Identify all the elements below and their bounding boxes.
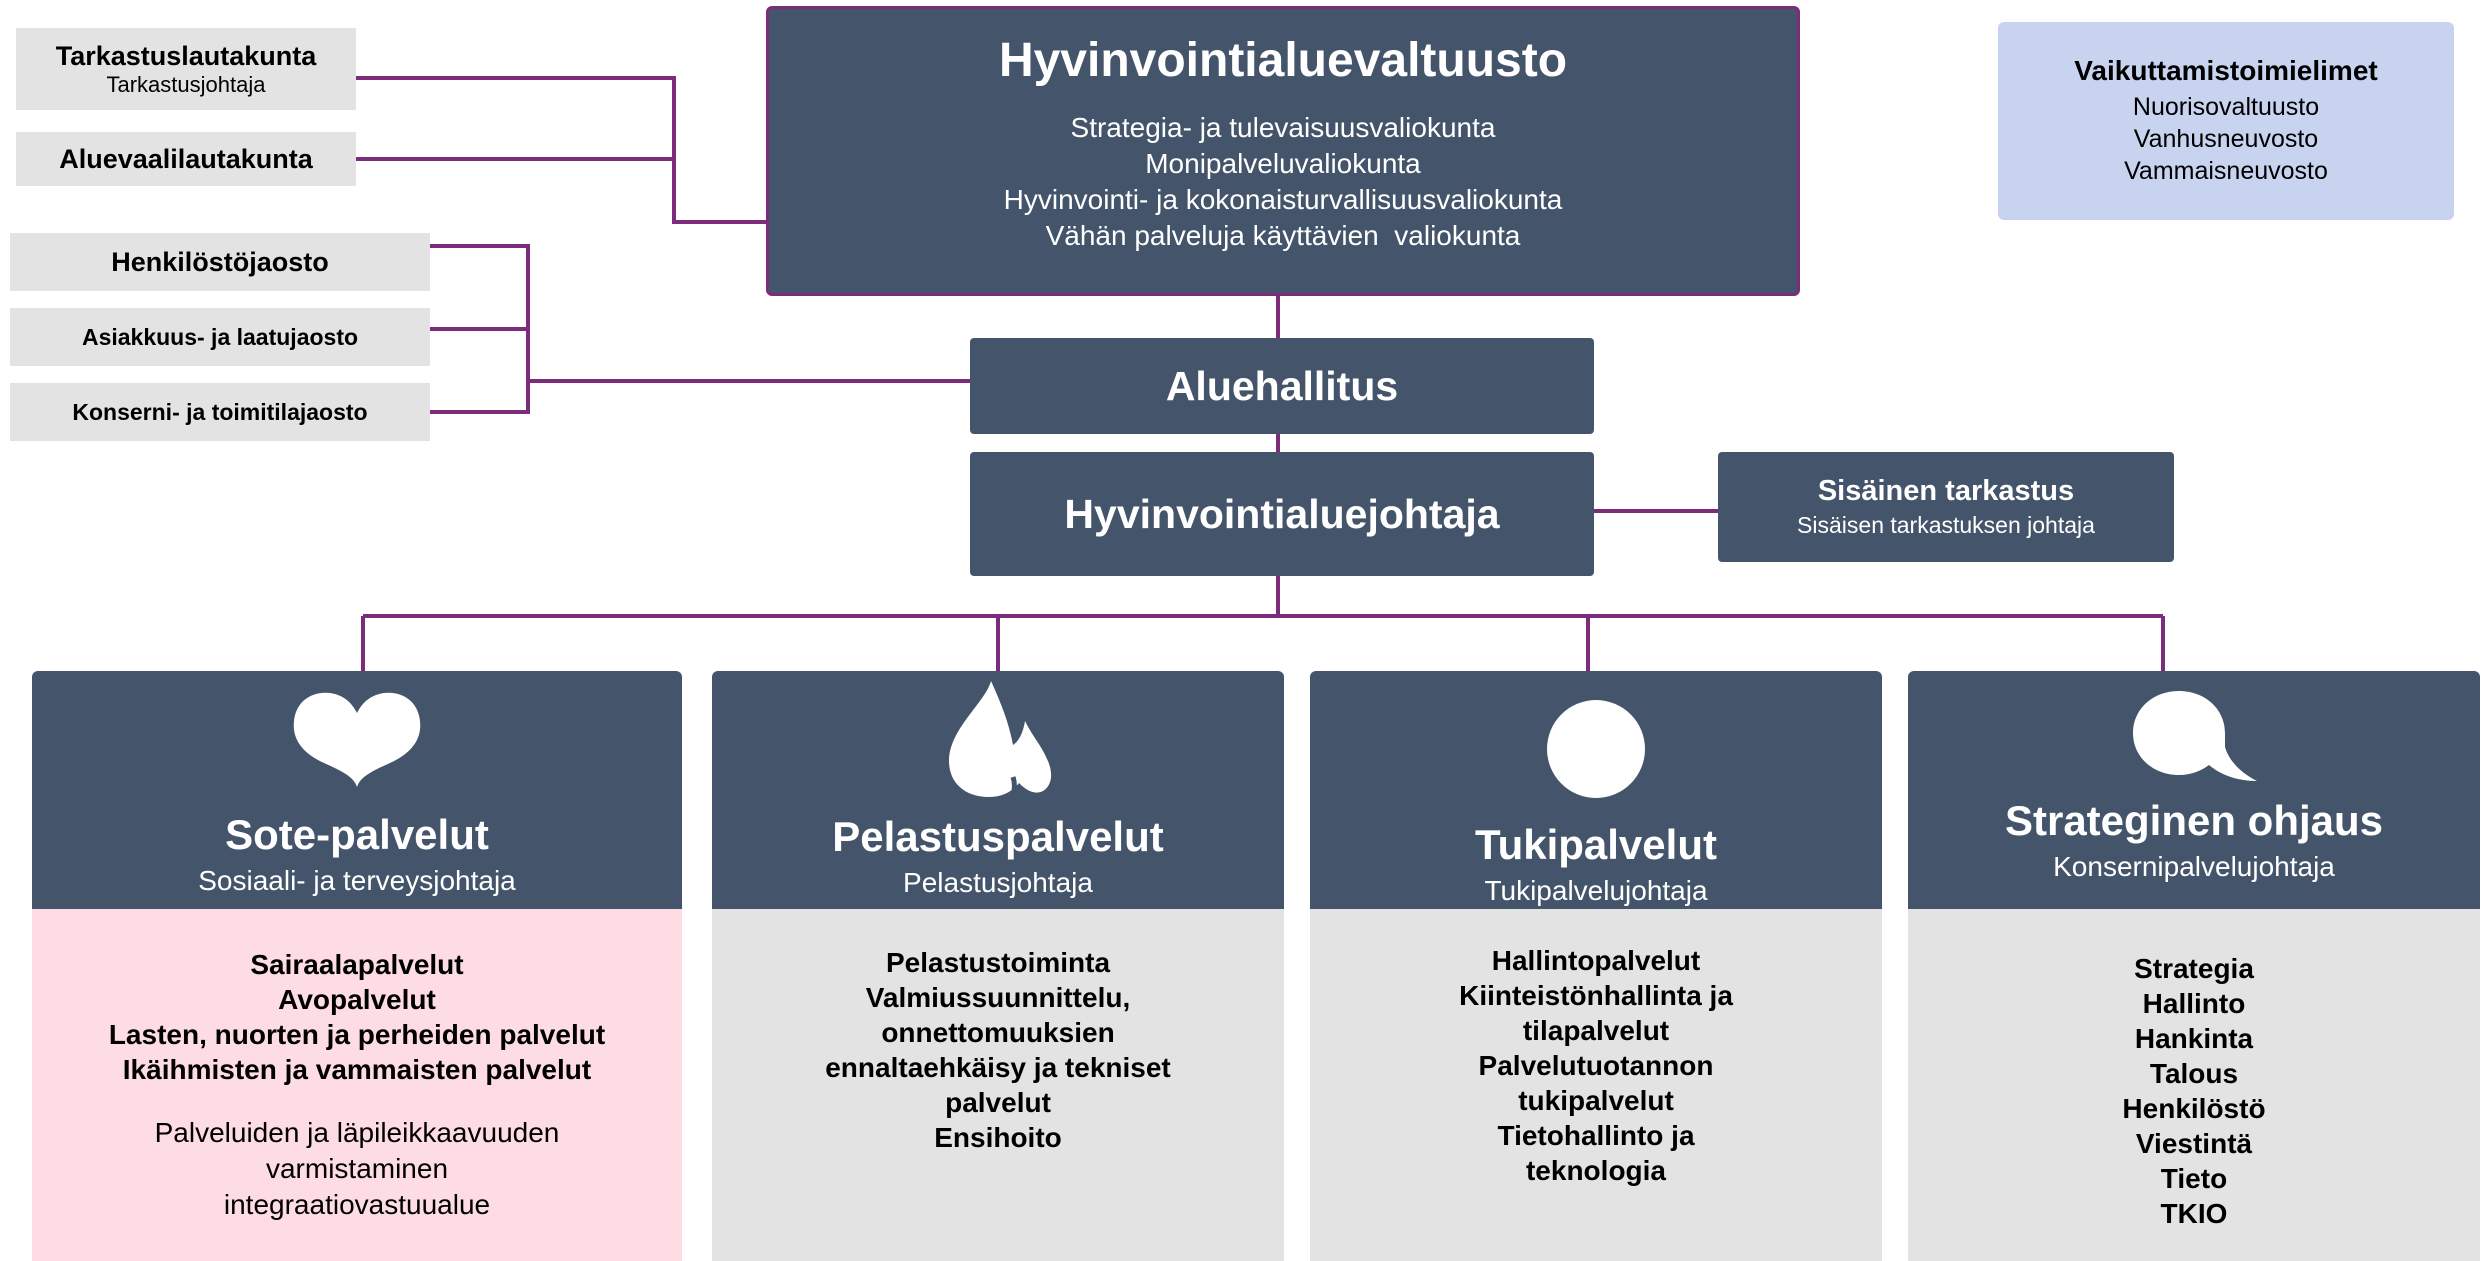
department-header: Sote-palvelut Sosiaali- ja terveysjohtaj…	[32, 671, 682, 909]
department-note: Palveluiden ja läpileikkaavuuden	[154, 1117, 560, 1148]
department-item: Ikäihmisten ja vammaisten palvelut	[122, 1054, 592, 1085]
department-item: Hallintopalvelut	[1491, 945, 1701, 976]
department-item: teknologia	[1525, 1155, 1666, 1186]
internal-audit-subtitle: Sisäisen tarkastuksen johtaja	[1797, 512, 2095, 538]
department-item: palvelut	[945, 1087, 1051, 1118]
audit-board-subtitle: Tarkastusjohtaja	[106, 71, 266, 97]
department-subtitle: Konsernipalvelujohtaja	[2053, 851, 2335, 882]
audit-board-title: Tarkastuslautakunta	[55, 40, 317, 71]
division-box: Asiakkuus- ja laatujaosto	[10, 308, 430, 366]
department-item: Hankinta	[2134, 1023, 2254, 1054]
department-subtitle: Tukipalvelujohtaja	[1484, 875, 1708, 906]
department-item: tukipalvelut	[1518, 1085, 1674, 1116]
department-item: Tieto	[2160, 1163, 2228, 1194]
internal-audit-title: Sisäinen tarkastus	[1817, 475, 2075, 507]
department-item: onnettomuuksien	[881, 1017, 1115, 1048]
department-note: integraatiovastuualue	[223, 1189, 491, 1220]
department-item: TKIO	[2160, 1198, 2228, 1229]
department-body: Sairaalapalvelut Avopalvelut Lasten, nuo…	[32, 909, 682, 1261]
influence-item: Vanhusneuvosto	[2133, 125, 2319, 153]
division-label: Konserni- ja toimitilajaosto	[72, 398, 368, 425]
department-item: Ensihoito	[934, 1122, 1062, 1153]
department-item: Avopalvelut	[278, 984, 436, 1015]
department-header: Strateginen ohjaus Konsernipalvelujohtaj…	[1908, 671, 2480, 909]
department-item: Kiinteistönhallinta ja	[1459, 980, 1733, 1011]
department-item: Pelastustoiminta	[885, 947, 1111, 978]
circle-icon	[1547, 700, 1645, 798]
influence-item: Vammaisneuvosto	[2124, 157, 2328, 185]
department-item: Hallinto	[2142, 988, 2246, 1019]
division-label: Asiakkuus- ja laatujaosto	[81, 323, 359, 350]
flame-icon	[949, 681, 1052, 798]
department-subtitle: Pelastusjohtaja	[903, 867, 1093, 898]
department-title: Strateginen ohjaus	[2004, 797, 2384, 844]
council-committee: Vähän palveluja käyttävien valiokunta	[1045, 220, 1521, 251]
department-item: Talous	[2149, 1058, 2239, 1089]
department-header: Pelastuspalvelut Pelastusjohtaja	[712, 671, 1284, 909]
department-item: Valmiussuunnittelu,	[865, 982, 1131, 1013]
board-box: Aluehallitus	[970, 338, 1594, 434]
council-box: Hyvinvointialuevaltuusto Strategia- ja t…	[766, 6, 1800, 296]
department-title: Tukipalvelut	[1475, 821, 1717, 868]
department-body: Hallintopalvelut Kiinteistönhallinta ja …	[1310, 909, 1882, 1261]
department-item: Henkilöstö	[2122, 1093, 2266, 1124]
influence-title: Vaikuttamistoimielimet	[2074, 55, 2378, 86]
department-subtitle: Sosiaali- ja terveysjohtaja	[198, 865, 516, 896]
council-title: Hyvinvointialuevaltuusto	[998, 34, 1568, 87]
department-title: Pelastuspalvelut	[832, 813, 1164, 860]
election-board-box: Aluevaalilautakunta	[16, 132, 356, 186]
audit-board-box: Tarkastuslautakunta Tarkastusjohtaja	[16, 28, 356, 110]
director-box: Hyvinvointialuejohtaja	[970, 452, 1594, 576]
department-item: Lasten, nuorten ja perheiden palvelut	[108, 1019, 606, 1050]
division-box: Konserni- ja toimitilajaosto	[10, 383, 430, 441]
department-item: Viestintä	[2135, 1128, 2253, 1159]
department-body: Pelastustoiminta Valmiussuunnittelu, onn…	[712, 909, 1284, 1261]
department-item: ennaltaehkäisy ja tekniset	[825, 1052, 1171, 1083]
director-title: Hyvinvointialuejohtaja	[1064, 490, 1500, 537]
department-item: Palvelutuotannon	[1478, 1050, 1714, 1081]
internal-audit-box: Sisäinen tarkastus Sisäisen tarkastuksen…	[1718, 452, 2174, 562]
heart-icon	[293, 692, 421, 787]
influence-item: Nuorisovaltuusto	[2132, 93, 2320, 121]
department-header: Tukipalvelut Tukipalvelujohtaja	[1310, 671, 1882, 909]
department-item: Sairaalapalvelut	[250, 949, 464, 980]
department-note: varmistaminen	[265, 1153, 449, 1184]
department-body: Strategia Hallinto Hankinta Talous Henki…	[1908, 909, 2480, 1261]
council-committee: Hyvinvointi- ja kokonaisturvallisuusvali…	[1003, 184, 1563, 215]
election-board-title: Aluevaalilautakunta	[59, 143, 313, 174]
department-item: tilapalvelut	[1522, 1015, 1670, 1046]
council-committee: Strategia- ja tulevaisuusvaliokunta	[1070, 112, 1496, 143]
division-box: Henkilöstöjaosto	[10, 233, 430, 291]
influence-box: Vaikuttamistoimielimet Nuorisovaltuusto …	[1998, 22, 2454, 220]
department-item: Strategia	[2134, 953, 2254, 984]
department-item: Tietohallinto ja	[1497, 1120, 1695, 1151]
board-title: Aluehallitus	[1165, 362, 1399, 409]
division-label: Henkilöstöjaosto	[111, 246, 329, 277]
council-committee: Monipalveluvaliokunta	[1145, 148, 1421, 179]
speech-bubble-icon	[2133, 691, 2257, 781]
department-title: Sote-palvelut	[225, 811, 489, 858]
